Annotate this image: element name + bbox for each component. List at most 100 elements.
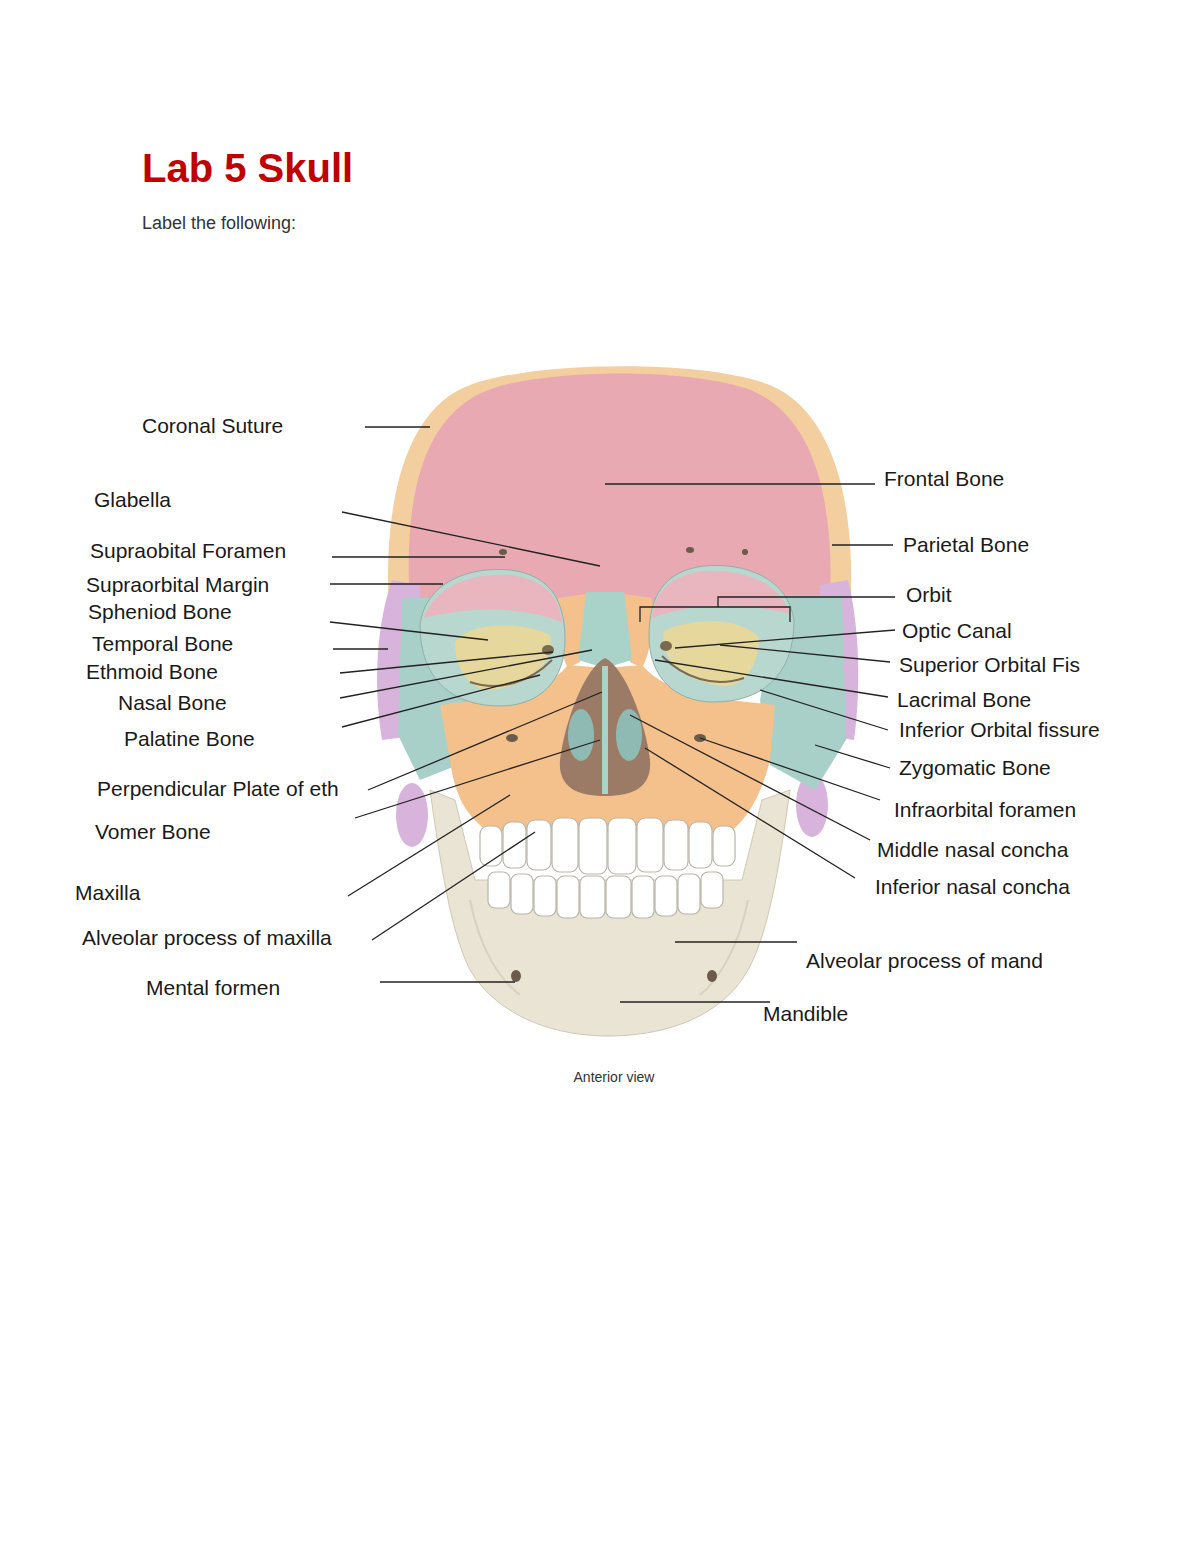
part-label: Mandible [763, 1002, 848, 1026]
leader-line [355, 740, 600, 818]
leader-line [348, 795, 510, 896]
instruction-text: Label the following: [142, 213, 296, 234]
leader-line [332, 556, 505, 557]
cranium-bones [409, 374, 831, 606]
part-label: Alveolar process of maxilla [82, 926, 332, 950]
part-label: Supraobital Foramen [90, 539, 286, 563]
leader-line [640, 597, 895, 622]
teeth [655, 876, 677, 916]
leader-line [630, 715, 870, 840]
nasal-region [578, 592, 632, 668]
leader-line [760, 690, 888, 730]
part-label: Lacrimal Bone [897, 688, 1031, 712]
teeth [480, 826, 502, 866]
nasal-region [602, 666, 608, 794]
leader-line [815, 745, 890, 768]
leader-line [330, 427, 895, 1002]
leader-line [372, 832, 535, 940]
leader-line [645, 748, 855, 878]
nasal-region [560, 592, 650, 796]
leader-line [368, 692, 602, 790]
leader-line [605, 483, 875, 484]
page-title: Lab 5 Skull [142, 145, 353, 191]
cranium-bones [396, 783, 428, 847]
orbit-cavity [420, 569, 565, 706]
leader-line [700, 738, 880, 800]
nasal-region [616, 709, 642, 761]
leader-line [342, 675, 540, 727]
teeth [488, 872, 510, 908]
mandible-bone [707, 970, 717, 982]
orbit-cavity [663, 621, 759, 686]
orbit-cavity [649, 565, 794, 702]
teeth [606, 876, 631, 918]
part-label: Inferior nasal concha [875, 875, 1070, 899]
teeth [713, 826, 735, 866]
part-label: Zygomatic Bone [899, 756, 1051, 780]
part-label: Supraorbital Margin [86, 573, 269, 597]
leader-line [675, 630, 895, 648]
nasal-region [568, 709, 594, 761]
part-label: Ethmoid Bone [86, 660, 218, 684]
nasal-region [560, 658, 650, 796]
part-label: Perpendicular Plate of eth [97, 777, 339, 801]
teeth [579, 818, 607, 874]
part-label: Middle nasal concha [877, 838, 1068, 862]
teeth [527, 820, 551, 870]
part-label: Inferior Orbital fissure [899, 718, 1100, 742]
teeth [632, 876, 654, 918]
orbit-cavity [660, 641, 672, 651]
part-label: Temporal Bone [92, 632, 233, 656]
part-label: Frontal Bone [884, 467, 1004, 491]
leader-line [832, 544, 893, 545]
teeth [552, 818, 578, 872]
mandible-bone [430, 790, 790, 1036]
part-label: Alveolar process of mand [806, 949, 1043, 973]
teeth [534, 876, 556, 916]
orbit-cavity [662, 656, 744, 682]
maxilla-bone [506, 734, 518, 742]
teeth [580, 876, 605, 918]
orbit-cavity [652, 571, 790, 618]
teeth [701, 872, 723, 908]
part-label: Maxilla [75, 881, 140, 905]
part-label: Palatine Bone [124, 727, 255, 751]
teeth [664, 820, 688, 870]
part-label: Optic Canal [902, 619, 1012, 643]
foramen-dot [499, 549, 507, 555]
teeth [678, 874, 700, 914]
leader-line [340, 652, 553, 673]
part-label: Orbit [906, 583, 952, 607]
leader-line [620, 1001, 770, 1002]
leader-line [330, 622, 488, 640]
teeth [557, 876, 579, 918]
mandible-bone [430, 790, 790, 1036]
foramen-dot [742, 549, 748, 555]
part-label: Glabella [94, 488, 171, 512]
mandible-bone [511, 970, 521, 982]
leader-line [333, 648, 388, 649]
orbit-cavity [649, 565, 794, 702]
leader-line [340, 650, 592, 698]
leader-line [330, 583, 443, 584]
orbit-cavity [420, 569, 565, 706]
teeth [689, 822, 712, 868]
foramen-dot [499, 547, 748, 555]
view-caption: Anterior view [574, 1069, 655, 1085]
leader-line [720, 645, 890, 662]
part-label: Vomer Bone [95, 820, 211, 844]
leader-line [342, 512, 600, 566]
part-label: Mental formen [146, 976, 280, 1000]
part-label: Parietal Bone [903, 533, 1029, 557]
part-label: Superior Orbital Fis [899, 653, 1080, 677]
leader-line [655, 660, 888, 697]
leader-line [380, 981, 515, 982]
part-label: Infraorbital foramen [894, 798, 1076, 822]
part-label: Spheniod Bone [88, 600, 232, 624]
teeth [608, 818, 636, 874]
teeth [637, 818, 663, 872]
orbit-cavity [424, 575, 562, 622]
foramen-dot [686, 547, 694, 553]
part-label: Nasal Bone [118, 691, 227, 715]
